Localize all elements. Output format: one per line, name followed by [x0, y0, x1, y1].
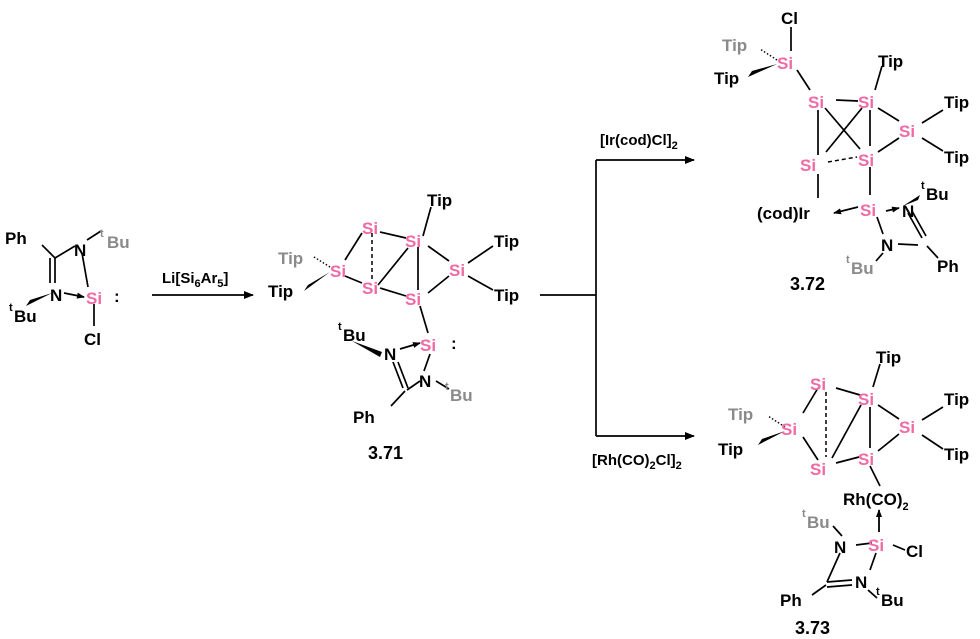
atom-t: t: [9, 302, 13, 314]
compound-label-3-71: 3.71: [368, 443, 403, 463]
atom-bu: Bu: [926, 185, 949, 204]
atom-si: Si: [86, 289, 102, 308]
atom-si: Si: [899, 122, 915, 141]
svg-text:Rh(CO)2: Rh(CO)2: [843, 490, 909, 513]
atom-n: N: [881, 236, 893, 255]
atom-si: Si: [858, 390, 874, 409]
atom-tip: Tip: [718, 440, 743, 459]
atom-tip: Tip: [944, 390, 969, 409]
atom-si: Si: [810, 375, 826, 394]
atom-n: N: [902, 202, 914, 221]
atom-bu: Bu: [881, 591, 904, 610]
atom-ph: Ph: [937, 257, 959, 276]
compound-3-72: Cl Tip Tip Si Si Si Tip Si Tip Tip Si Si…: [714, 9, 969, 294]
compound-3-73: Si Si Tip Tip Tip Si Si Tip Tip Si Si Rh…: [718, 348, 969, 638]
atom-tip: Tip: [494, 232, 519, 251]
atom-bu: Bu: [14, 307, 37, 326]
branch-arrows: [Ir(cod)Cl]2 [Rh(CO)2Cl]2: [540, 132, 695, 472]
atom-n: N: [384, 345, 396, 364]
atom-bu: Bu: [107, 233, 130, 252]
atom-n: N: [50, 286, 62, 305]
lone-pair: :: [451, 334, 457, 353]
atom-si: Si: [899, 418, 915, 437]
atom-t: t: [876, 586, 880, 598]
atom-tip: Tip: [278, 249, 303, 268]
compound-label-3-73: 3.73: [795, 618, 830, 638]
atom-t: t: [802, 508, 806, 520]
atom-t: t: [100, 228, 104, 240]
atom-ph: Ph: [780, 591, 802, 610]
atom-si: Si: [330, 262, 346, 281]
atom-si: Si: [781, 420, 797, 439]
atom-tip: Tip: [944, 148, 969, 167]
atom-tip: Tip: [944, 93, 969, 112]
atom-si: Si: [405, 290, 421, 309]
atom-n: N: [834, 538, 846, 557]
atom-rh: Rh(CO): [843, 490, 902, 509]
atom-t: t: [338, 321, 342, 333]
atom-si: Si: [405, 232, 421, 251]
atom-tip: Tip: [876, 348, 901, 367]
lone-pair: :: [114, 287, 120, 306]
reaction-arrow-1: Li[Si6Ar5]: [152, 270, 254, 299]
reagent-1: Li[Si: [162, 270, 195, 287]
atom-ph: Ph: [353, 408, 375, 427]
atom-si: Si: [868, 536, 884, 555]
atom-ir: (cod)Ir: [757, 204, 810, 223]
atom-ph: Ph: [5, 229, 27, 248]
atom-bu: Bu: [851, 259, 874, 278]
atom-tip: Tip: [494, 286, 519, 305]
atom-si: Si: [858, 93, 874, 112]
svg-text:[Rh(CO)2Cl]2: [Rh(CO)2Cl]2: [592, 452, 682, 472]
atom-tip: Tip: [427, 191, 452, 210]
atom-si: Si: [860, 201, 876, 220]
silylene-start: Ph N t Bu N t Bu Si : Cl: [5, 228, 130, 349]
atom-t: t: [445, 381, 449, 393]
atom-si: Si: [810, 460, 826, 479]
atom-si: Si: [777, 54, 793, 73]
atom-cl: Cl: [781, 9, 798, 28]
atom-si: Si: [858, 450, 874, 469]
atom-tip: Tip: [878, 52, 903, 71]
atom-t: t: [921, 180, 925, 192]
atom-tip: Tip: [722, 36, 747, 55]
atom-n: N: [419, 372, 431, 391]
reagent-2: [Ir(cod)Cl]: [600, 132, 672, 149]
atom-cl: Cl: [906, 542, 923, 561]
reagent-3: [Rh(CO): [592, 452, 649, 469]
atom-tip: Tip: [728, 405, 753, 424]
atom-n: N: [74, 241, 86, 260]
atom-si: Si: [449, 261, 465, 280]
atom-t: t: [846, 254, 850, 266]
atom-si: Si: [858, 151, 874, 170]
atom-bu: Bu: [343, 326, 366, 345]
compound-3-71: Si Si Si Si Si Si Tip Tip Tip Tip Tip Si…: [268, 191, 519, 463]
atom-cl: Cl: [84, 330, 101, 349]
atom-tip: Tip: [714, 69, 739, 88]
atom-si: Si: [420, 336, 436, 355]
atom-tip: Tip: [944, 445, 969, 464]
atom-bu: Bu: [807, 513, 830, 532]
svg-text:[Ir(cod)Cl]2: [Ir(cod)Cl]2: [600, 132, 678, 152]
atom-tip: Tip: [268, 282, 293, 301]
atom-si: Si: [362, 279, 378, 298]
atom-si: Si: [808, 93, 824, 112]
atom-n: N: [855, 573, 867, 592]
atom-bu: Bu: [450, 386, 473, 405]
atom-si: Si: [362, 219, 378, 238]
svg-text:Li[Si6Ar5]: Li[Si6Ar5]: [162, 270, 228, 290]
atom-si: Si: [800, 156, 816, 175]
compound-label-3-72: 3.72: [790, 274, 825, 294]
